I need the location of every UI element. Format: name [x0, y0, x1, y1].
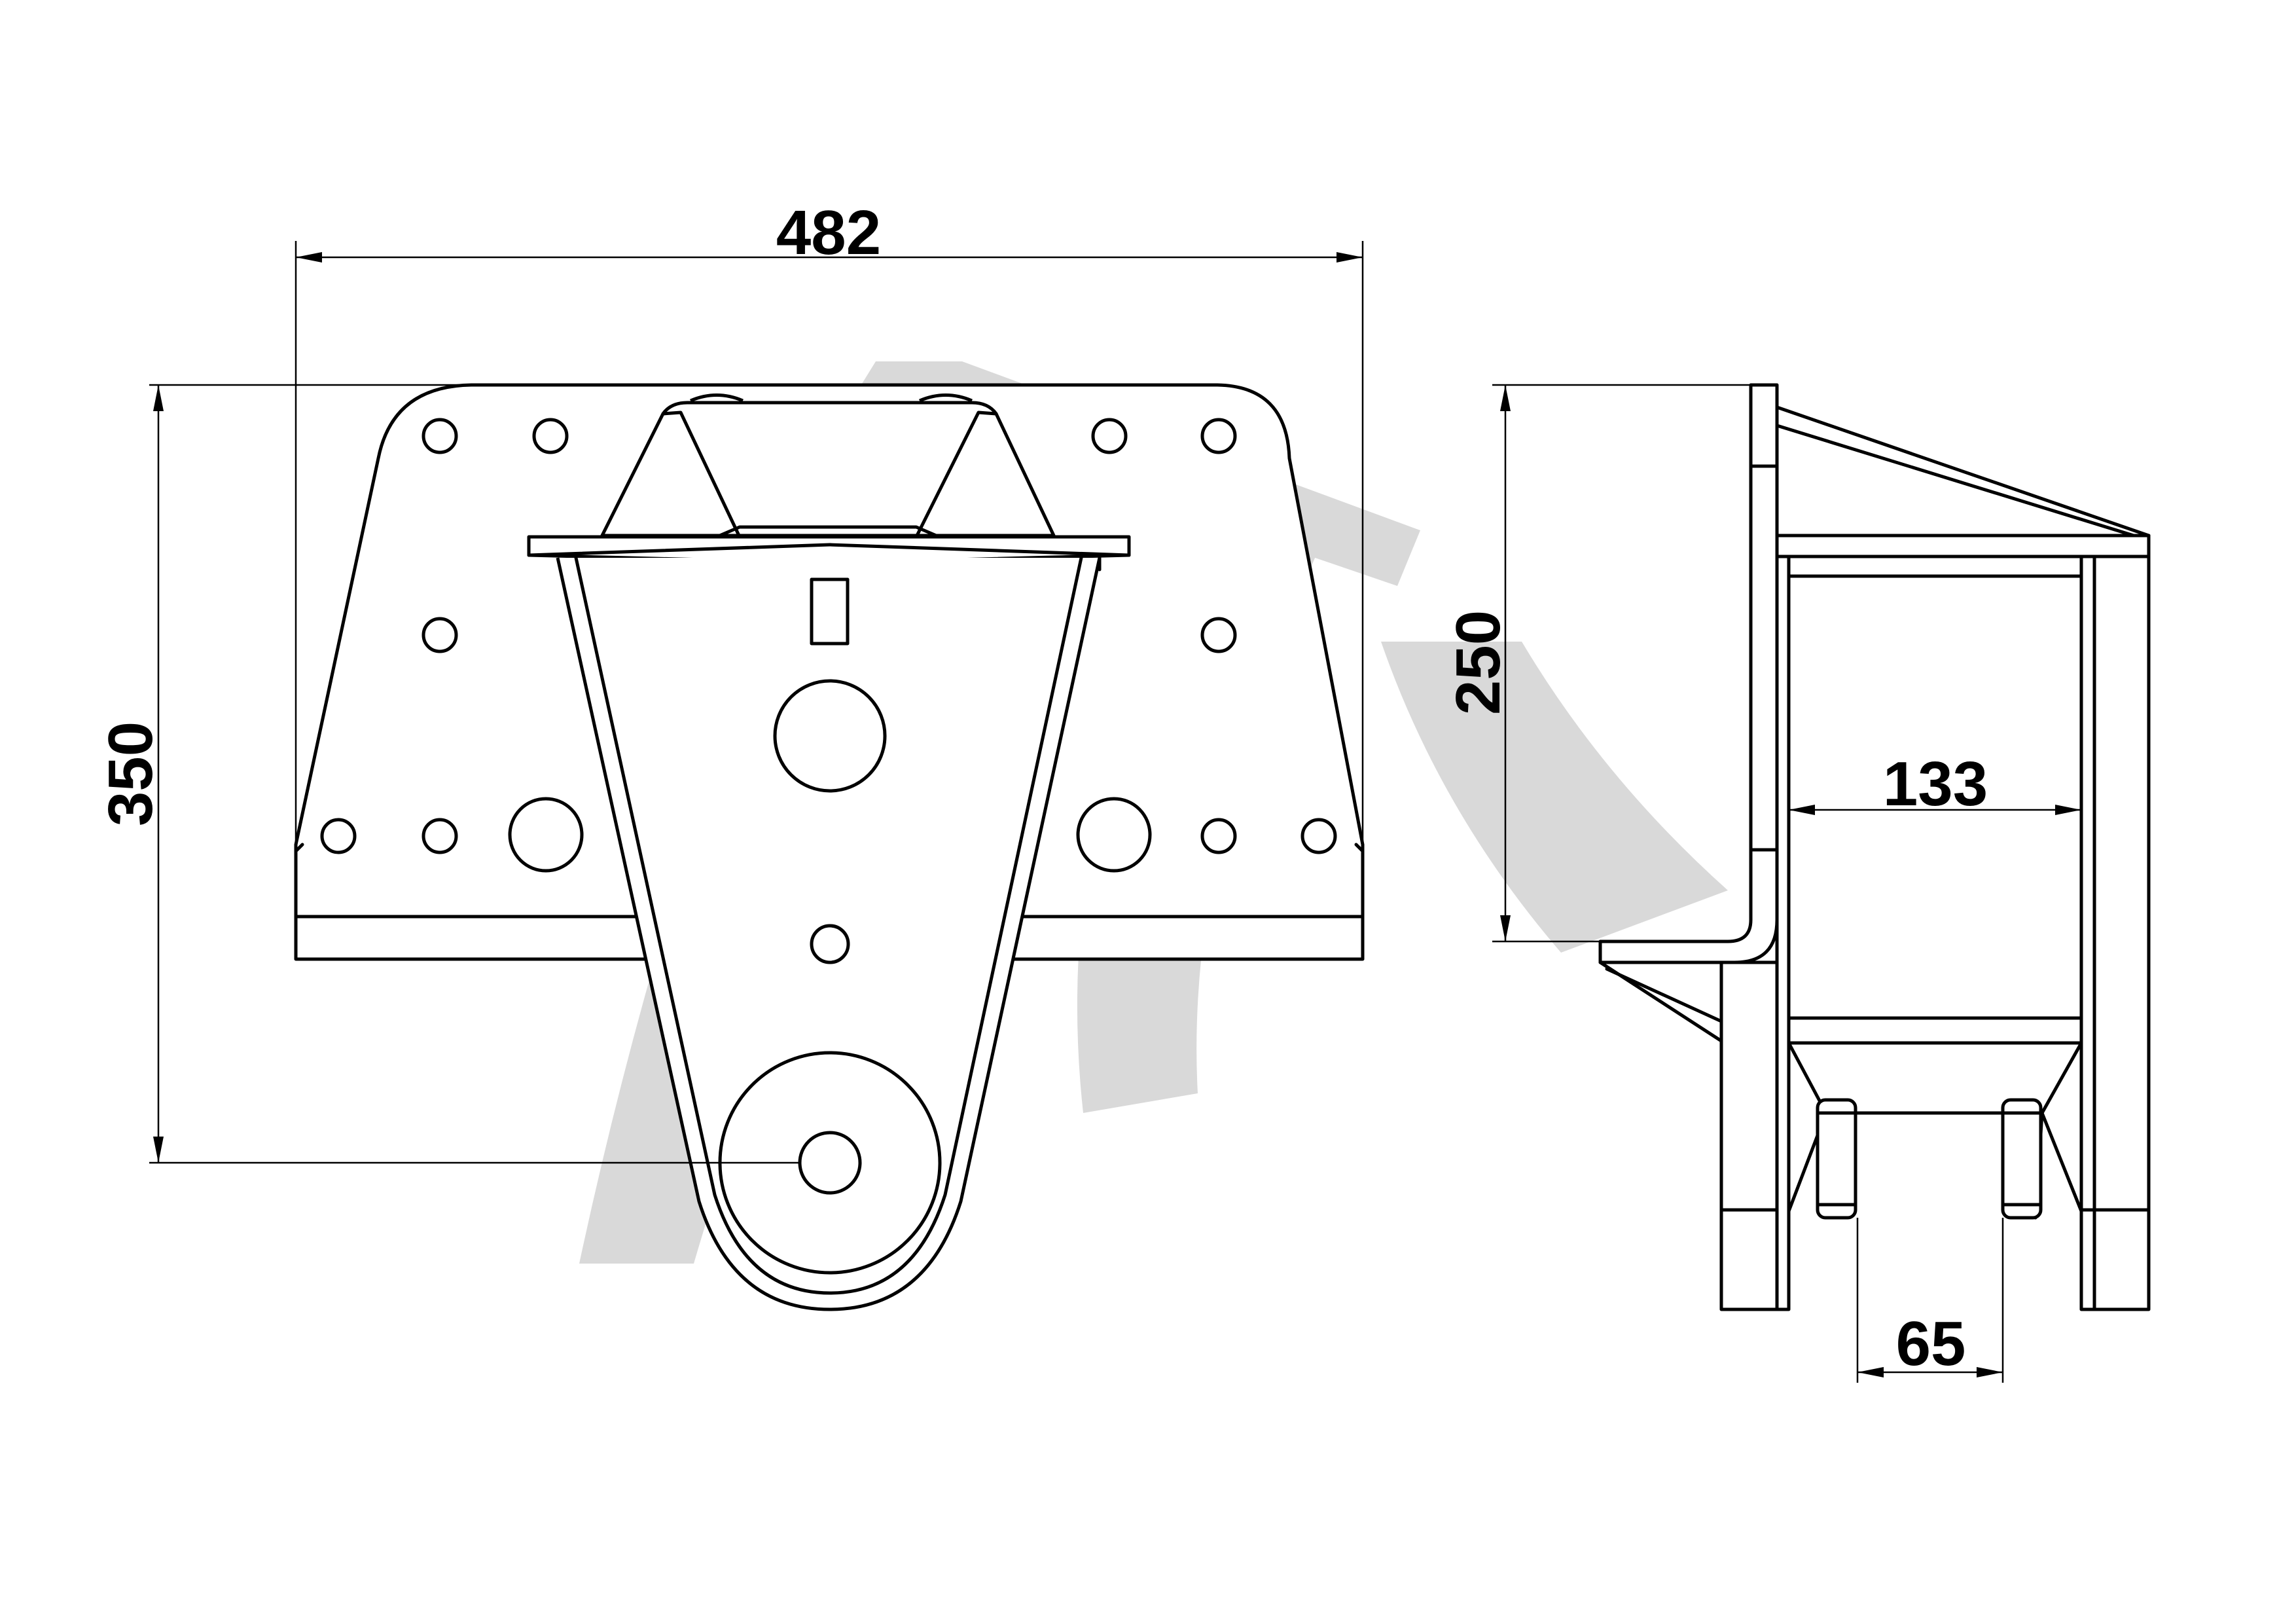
side-dimensions: 250 133 65	[1443, 384, 2081, 1383]
plate-hole	[1091, 418, 1128, 454]
width-dimension-label: 482	[776, 198, 881, 268]
arrow-head	[296, 252, 322, 263]
top-gusset-inner	[1775, 424, 2136, 538]
plate-hole	[1200, 818, 1237, 854]
top-boss-left	[690, 393, 744, 403]
right-roller	[2001, 1098, 2043, 1220]
plate-hole	[1200, 418, 1237, 454]
arrow-head	[1857, 1367, 1884, 1377]
left-flange	[1719, 960, 1787, 1311]
tapered-body	[556, 557, 1102, 1311]
plate-right-chamfer	[1354, 843, 1365, 853]
crossbar-right-line	[828, 543, 1131, 557]
top-boss-right	[919, 393, 973, 403]
v-mouth-throat	[715, 525, 941, 539]
arrow-head	[1977, 1367, 2003, 1377]
roller-funnel-right	[2040, 1111, 2083, 1213]
plate-hole-large	[1076, 797, 1152, 873]
front-dimensions: 482 350	[96, 198, 1364, 1164]
plate-hole	[1300, 818, 1337, 854]
locking-lug	[810, 577, 850, 646]
v-mouth-outer	[600, 401, 1056, 538]
arrow-head	[2055, 805, 2081, 815]
plate-hole	[422, 617, 458, 653]
roller-spacing-dimension-label: 65	[1896, 1309, 1966, 1379]
v-mouth-inner-right	[914, 410, 998, 539]
tapered-body-inner	[574, 556, 1083, 1295]
plate-hole	[320, 818, 357, 854]
arrow-head	[1336, 252, 1363, 263]
side-view	[1598, 383, 2151, 1311]
plate-hole-large	[508, 797, 584, 873]
left-web	[1775, 555, 1791, 1311]
arrow-head	[1500, 385, 1511, 411]
v-mouth-inner-left	[661, 410, 742, 539]
plate-hole	[422, 418, 458, 454]
arrow-head	[1500, 915, 1511, 941]
plate-hole	[1200, 617, 1237, 653]
left-roller	[1816, 1098, 1857, 1220]
inner-width-dimension-label: 133	[1883, 749, 1988, 819]
height-dimension-label: 350	[96, 721, 166, 826]
middle-crossbar	[1787, 1016, 2083, 1045]
crossbar-left-line	[527, 543, 832, 557]
plate-hole	[532, 418, 569, 454]
front-view	[294, 383, 1365, 1311]
arrow-head	[1789, 805, 1815, 815]
side-height-dimension-label: 250	[1443, 610, 1513, 715]
arrow-head	[153, 385, 164, 411]
body-hole-lower	[810, 924, 850, 964]
arrow-head	[153, 1137, 164, 1163]
plate-left-chamfer	[294, 843, 304, 853]
lower-gusset-line	[1605, 967, 1723, 1023]
eye-pin	[798, 1131, 862, 1195]
right-flange	[2079, 555, 2151, 1311]
center-hole	[773, 679, 887, 793]
plate-holes	[320, 418, 1337, 873]
plate-hole	[422, 818, 458, 854]
